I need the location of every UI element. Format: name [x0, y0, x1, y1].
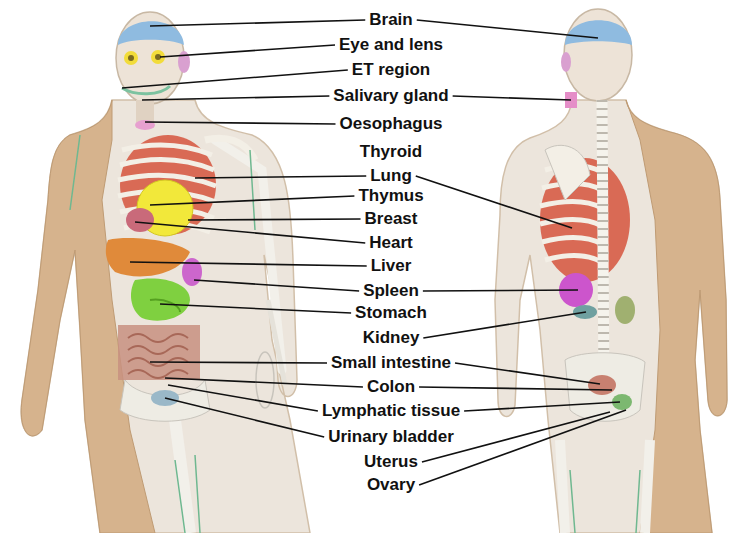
leader-line: [142, 96, 329, 100]
organ-label: Uterus: [364, 452, 418, 472]
leader-line: [453, 96, 571, 100]
organ-label: Liver: [371, 256, 412, 276]
leader-line: [165, 378, 363, 387]
organ-label: Small intestine: [331, 353, 451, 373]
organ-label: Thymus: [358, 186, 423, 206]
leader-line: [188, 219, 361, 220]
organ-label: Lung: [370, 166, 412, 186]
leader-line: [150, 362, 327, 363]
organ-label: Thyroid: [360, 142, 422, 162]
organ-label: Ovary: [367, 475, 415, 495]
organ-label: Brain: [369, 10, 412, 30]
leader-line: [160, 304, 351, 313]
organ-label: Heart: [369, 233, 412, 253]
leader-line: [419, 387, 612, 390]
organ-label: Kidney: [363, 328, 420, 348]
leader-line: [417, 20, 598, 38]
leader-line: [419, 410, 626, 485]
leader-line: [416, 176, 572, 228]
leader-line: [135, 222, 365, 243]
organ-label: Urinary bladder: [328, 427, 454, 447]
organ-label: Oesophagus: [340, 114, 443, 134]
leader-line: [150, 196, 354, 205]
leader-line: [150, 20, 365, 26]
organ-label: Lymphatic tissue: [322, 401, 460, 421]
leader-line: [455, 363, 600, 384]
organ-label: Colon: [367, 377, 415, 397]
leader-line: [168, 385, 318, 411]
leader-line: [160, 45, 335, 57]
leader-line: [194, 280, 359, 291]
leader-line: [423, 290, 578, 291]
leader-line: [195, 176, 366, 178]
leader-line: [423, 312, 586, 338]
leader-line: [464, 402, 620, 411]
leader-line: [145, 122, 336, 124]
organ-label: Stomach: [355, 303, 427, 323]
organ-label: Salivary gland: [333, 86, 448, 106]
leader-line: [122, 70, 348, 88]
leader-line: [130, 262, 367, 266]
organ-label: Eye and lens: [339, 35, 443, 55]
organ-label: Spleen: [363, 281, 419, 301]
leader-line: [165, 398, 324, 437]
organ-label: ET region: [352, 60, 430, 80]
organ-label: Breast: [365, 209, 418, 229]
